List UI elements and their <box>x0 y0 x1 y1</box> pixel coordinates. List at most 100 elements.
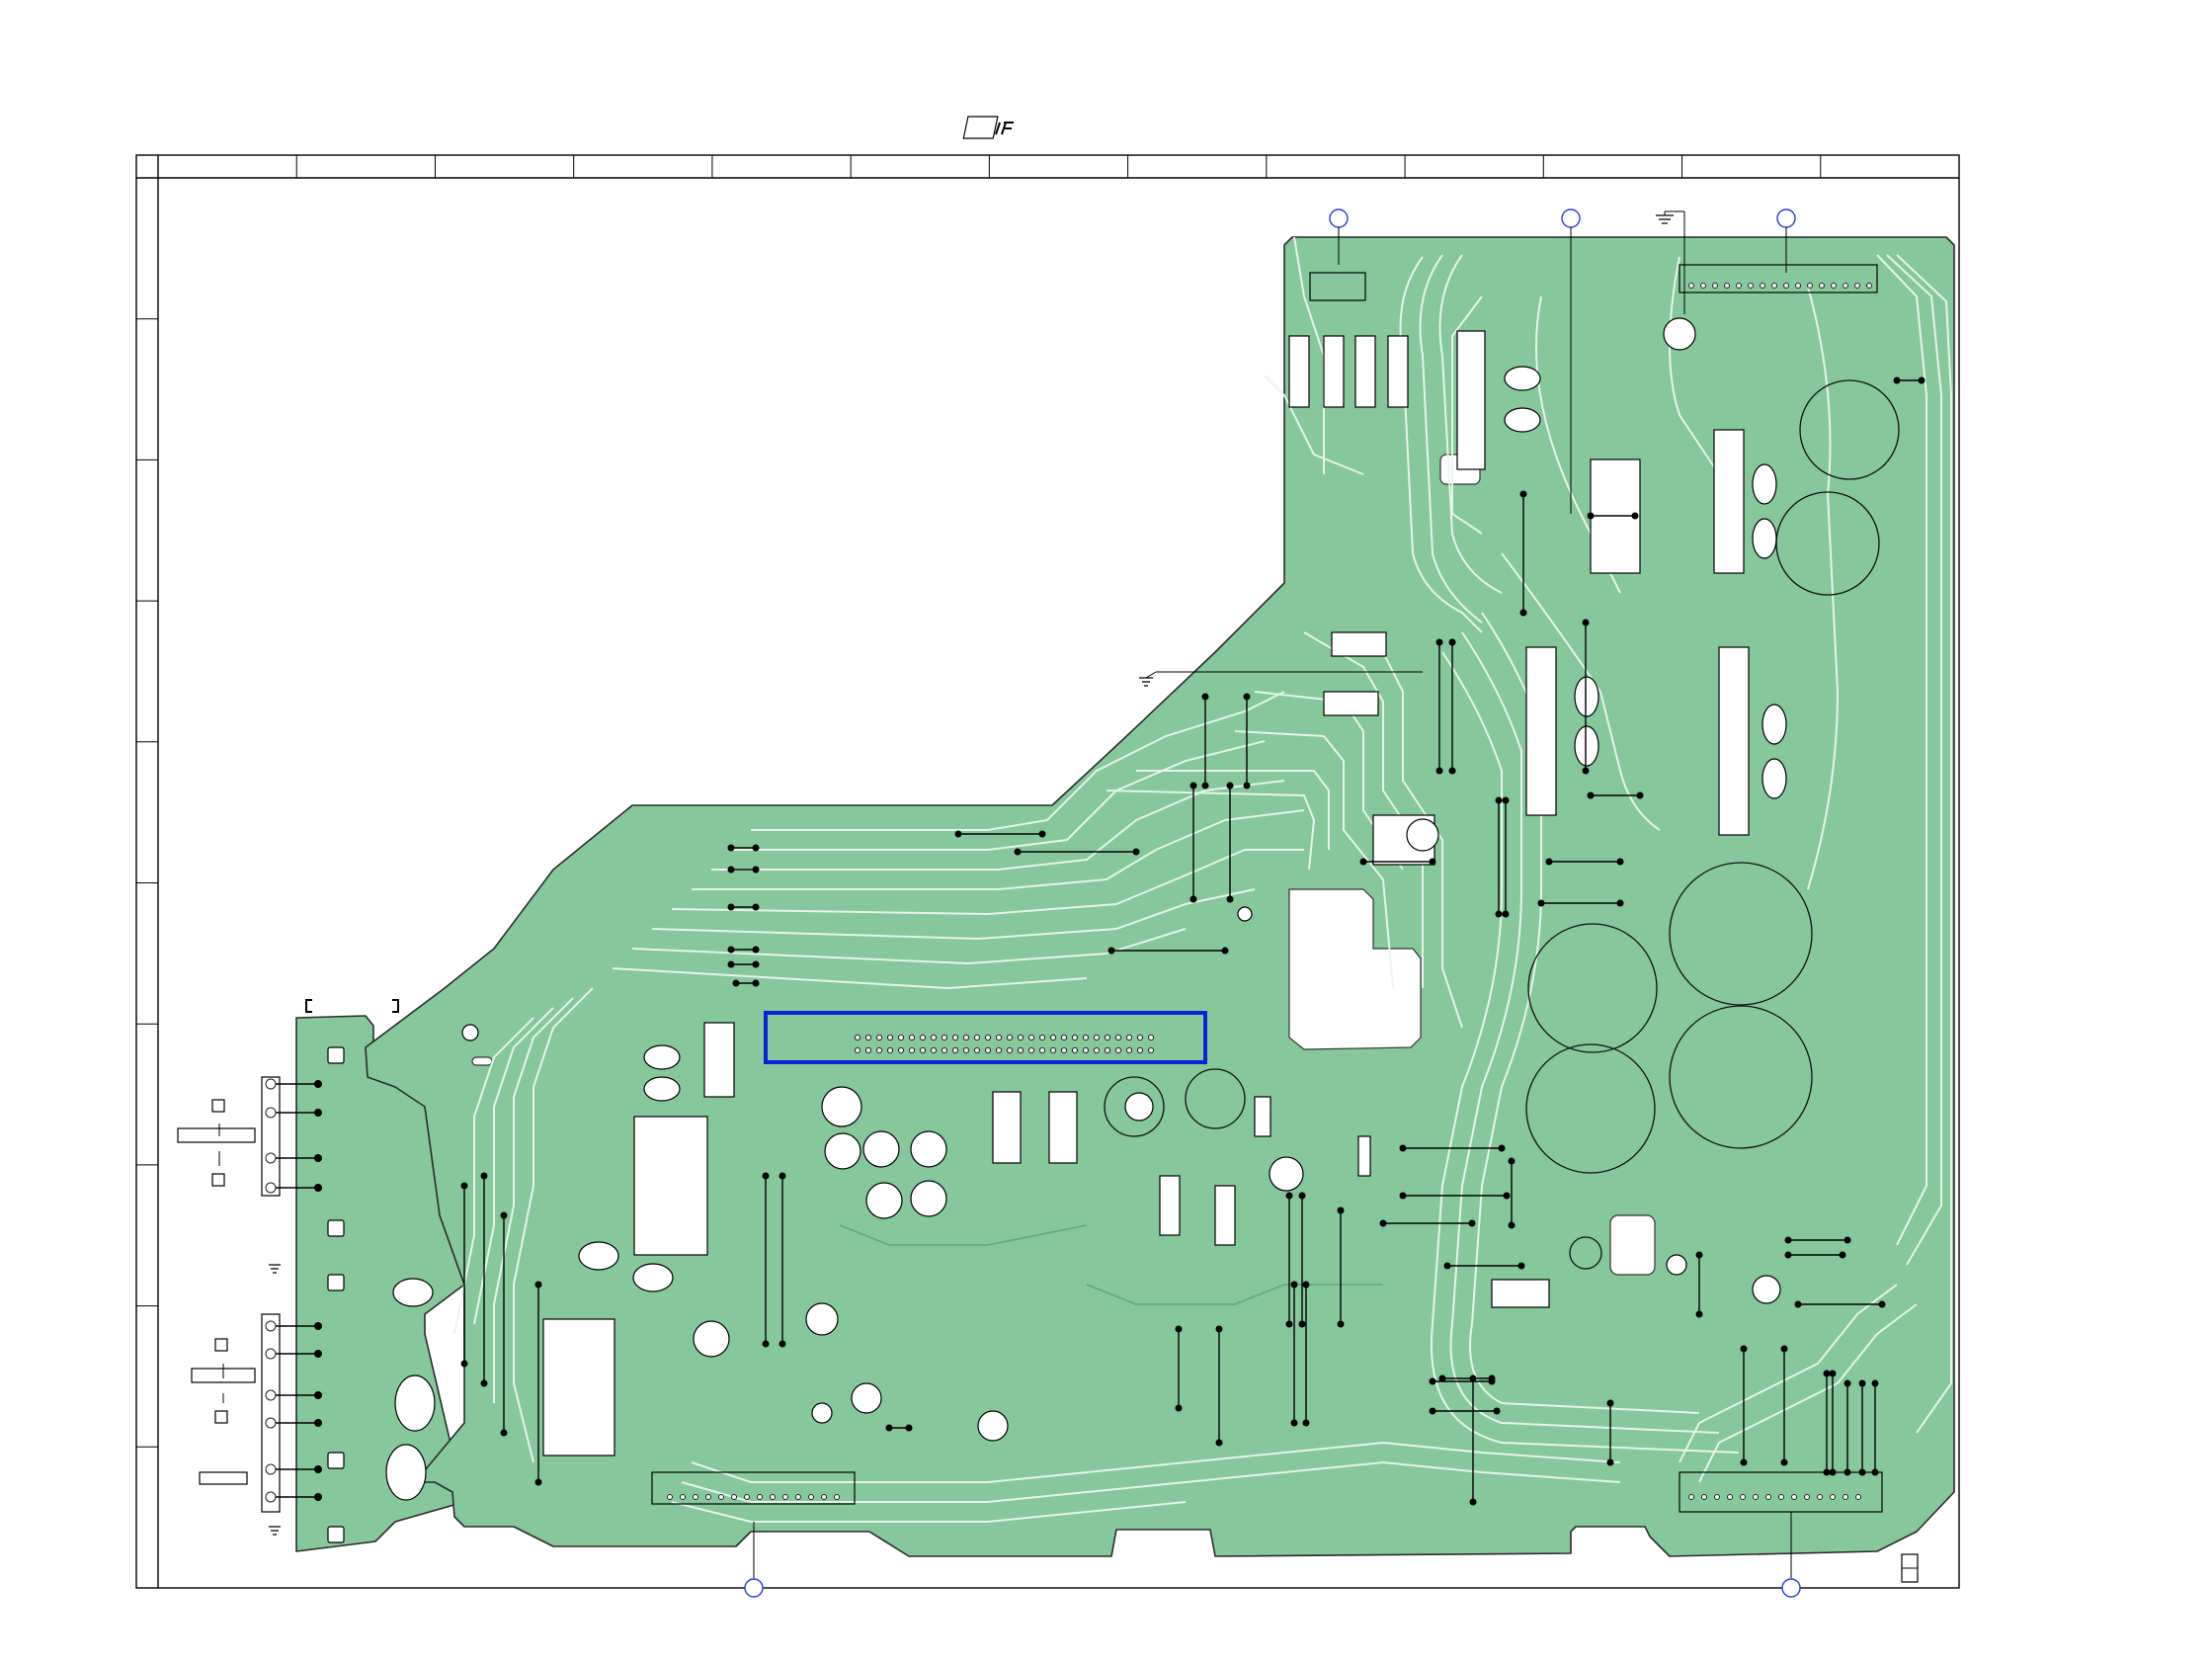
ic-pin <box>942 1035 946 1040</box>
jumper-end <box>1546 859 1553 866</box>
ic-pin <box>1028 1047 1033 1052</box>
jumper-end <box>728 947 735 954</box>
jumper-end <box>1227 896 1234 903</box>
jumper-end <box>763 1341 770 1348</box>
ic-pin <box>1018 1047 1023 1052</box>
jumper-end <box>1244 694 1251 701</box>
jumper-end <box>1509 1222 1516 1229</box>
jumper-end <box>1299 1193 1306 1200</box>
ic-pin <box>1061 1047 1066 1052</box>
connector-pin <box>706 1495 711 1500</box>
connector-pin <box>1741 1495 1746 1500</box>
logo-icon <box>963 117 1014 138</box>
jumper-end <box>1286 1193 1293 1200</box>
jumper-end <box>461 1361 468 1368</box>
grid-row-ticks <box>136 319 158 1448</box>
jumper-end <box>1436 768 1443 775</box>
ic-pin <box>1039 1035 1044 1040</box>
ic-pin <box>1018 1035 1023 1040</box>
connector-pin <box>1832 284 1837 289</box>
ic-pin <box>952 1047 957 1052</box>
board-slot <box>1610 1215 1655 1275</box>
jack-pin <box>266 1492 276 1502</box>
jumper-end <box>1503 911 1510 918</box>
jumper-end <box>1632 513 1639 520</box>
jumper-end <box>1430 1378 1436 1385</box>
jumper-end <box>728 867 735 874</box>
ic-pin <box>1137 1035 1142 1040</box>
jumper-end <box>1872 1469 1879 1476</box>
connector-pin <box>1689 284 1694 289</box>
jumper-end <box>1741 1459 1748 1466</box>
ic-pin <box>1115 1047 1120 1052</box>
jumper-end <box>1444 1263 1451 1270</box>
ic-pin <box>876 1047 881 1052</box>
jumper-end <box>1504 1193 1511 1200</box>
jumper-end <box>1439 1375 1446 1382</box>
jumper-end <box>1216 1440 1223 1447</box>
jack-solder <box>314 1419 322 1427</box>
jumper-end <box>1176 1405 1183 1412</box>
ic-pin <box>996 1047 1001 1052</box>
jumper-end <box>906 1425 913 1432</box>
jumper-end <box>753 947 760 954</box>
jack-solder <box>314 1350 322 1358</box>
jumper-end <box>1449 768 1456 775</box>
jumper-end <box>779 1341 786 1348</box>
ic-pin <box>1072 1047 1077 1052</box>
jumper-end <box>1872 1380 1879 1387</box>
ic-pin <box>1105 1047 1109 1052</box>
jumper-end <box>1617 900 1624 907</box>
ic-pin <box>1094 1035 1099 1040</box>
jumper-end <box>1190 896 1197 903</box>
jumper-end <box>1741 1346 1748 1353</box>
ic-pin <box>1007 1035 1012 1040</box>
connector-pin <box>1867 284 1872 289</box>
jumper-end <box>728 845 735 852</box>
jumper-end <box>1781 1346 1788 1353</box>
jumper-end <box>779 1173 786 1180</box>
jumper-end <box>1222 948 1229 955</box>
jumper-end <box>1299 1321 1306 1328</box>
ic-pin <box>1061 1035 1066 1040</box>
jumper-end <box>481 1380 488 1387</box>
jack-solder <box>314 1391 322 1399</box>
jumper-end <box>1509 1158 1516 1165</box>
connector-pin <box>1701 284 1706 289</box>
jack-pin <box>266 1079 276 1089</box>
jumper-end <box>1449 639 1456 646</box>
jumper-end <box>763 1173 770 1180</box>
ic-pin <box>920 1035 925 1040</box>
ic-pin <box>942 1047 946 1052</box>
ic-pin <box>1094 1047 1099 1052</box>
ic-pin <box>898 1047 903 1052</box>
jumper-end <box>1430 1408 1436 1415</box>
jumper-end <box>1291 1420 1298 1427</box>
ic-pin <box>855 1035 860 1040</box>
ic-pin <box>1039 1047 1044 1052</box>
jumper-end <box>1879 1301 1886 1308</box>
connector-pin <box>809 1495 814 1500</box>
jumper-end <box>1108 948 1115 955</box>
connector-pin <box>1796 284 1801 289</box>
jack-pin <box>266 1108 276 1118</box>
jumper-end <box>1303 1282 1310 1289</box>
jumper-end <box>481 1173 488 1180</box>
jumper-end <box>753 980 760 987</box>
jumper-end <box>1202 783 1209 790</box>
jumper-end <box>1824 1371 1831 1377</box>
jumper-end <box>1496 911 1503 918</box>
jumper-end <box>753 867 760 874</box>
ic-pin <box>876 1035 881 1040</box>
jumper-end <box>1919 377 1925 384</box>
jumper-end <box>461 1183 468 1190</box>
jumper-end <box>1520 610 1527 617</box>
jumper-end <box>733 980 740 987</box>
ic-pin <box>1148 1047 1153 1052</box>
jack-pin <box>266 1390 276 1400</box>
ic-pin <box>1083 1047 1088 1052</box>
ic-pin <box>931 1047 936 1052</box>
jack-solder <box>314 1465 322 1473</box>
ic-pin <box>865 1035 870 1040</box>
jumper-end <box>728 961 735 968</box>
